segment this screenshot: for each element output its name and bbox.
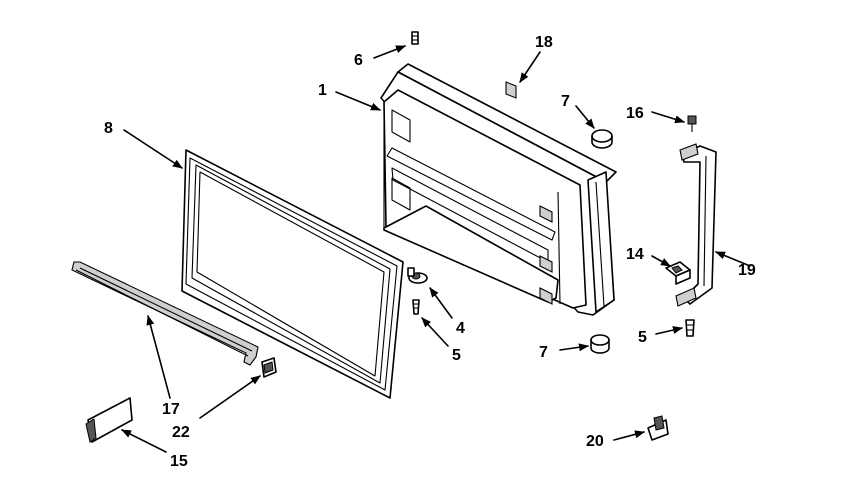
callout-5-left: 5 [452, 347, 461, 364]
callout-4: 4 [456, 320, 465, 337]
clip-20 [647, 415, 669, 441]
callout-14: 14 [626, 246, 644, 263]
strip-clip [261, 357, 277, 378]
callout-6: 6 [354, 52, 363, 69]
callout-17: 17 [162, 401, 180, 418]
callout-7-bottom: 7 [539, 344, 548, 361]
freezer-door [380, 63, 617, 316]
screw-6 [411, 31, 419, 45]
hinge-washer-4 [407, 267, 428, 284]
callout-18: 18 [535, 34, 553, 51]
bracket-14 [665, 261, 691, 285]
callout-20: 20 [586, 433, 604, 450]
callout-19: 19 [738, 262, 756, 279]
callout-8: 8 [104, 120, 113, 137]
callout-5-right: 5 [638, 329, 647, 346]
screw-5-right [685, 319, 695, 337]
callout-labels: 6 1 18 7 16 8 14 19 4 5 5 7 17 22 15 20 [104, 34, 756, 470]
door-handle [675, 143, 717, 307]
callout-16: 16 [626, 105, 644, 122]
bushing-7-bottom [590, 334, 610, 354]
callout-22: 22 [172, 424, 190, 441]
screw-16 [687, 115, 697, 132]
plate-18 [505, 81, 517, 99]
door-trim [85, 397, 133, 443]
screw-5-left [412, 299, 420, 315]
breaker-strip [71, 261, 259, 366]
leader-lines [121, 45, 751, 453]
callout-15: 15 [170, 453, 188, 470]
cap-7-top [591, 129, 613, 149]
door-gasket [181, 149, 404, 399]
callout-7-top: 7 [561, 93, 570, 110]
callout-1: 1 [318, 82, 327, 99]
